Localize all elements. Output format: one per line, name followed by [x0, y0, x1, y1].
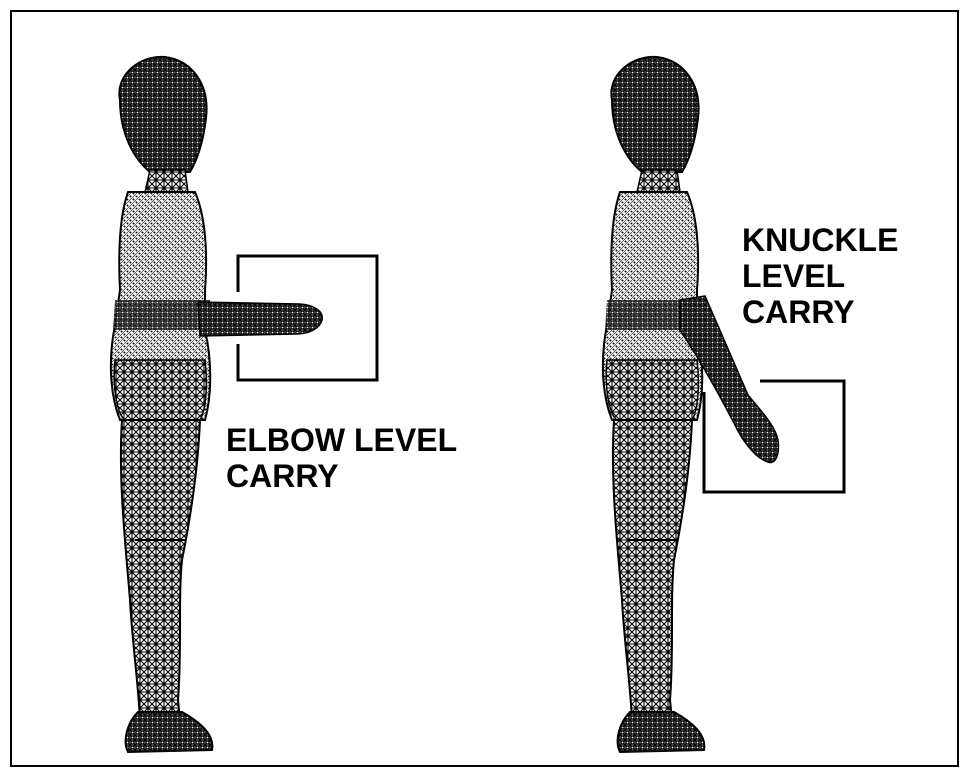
elbow-label-line1: ELBOW LEVEL — [226, 422, 457, 458]
elbow-label-line2: CARRY — [226, 458, 457, 494]
knuckle-label-line2: LEVEL — [742, 258, 898, 294]
knuckle-carry-label: KNUCKLE LEVEL CARRY — [742, 222, 898, 330]
elbow-carry-label: ELBOW LEVEL CARRY — [226, 422, 457, 494]
knuckle-label-line1: KNUCKLE — [742, 222, 898, 258]
elbow-carry-figure — [111, 57, 322, 752]
knuckle-label-line3: CARRY — [742, 294, 898, 330]
knuckle-carry-figure — [603, 57, 779, 752]
